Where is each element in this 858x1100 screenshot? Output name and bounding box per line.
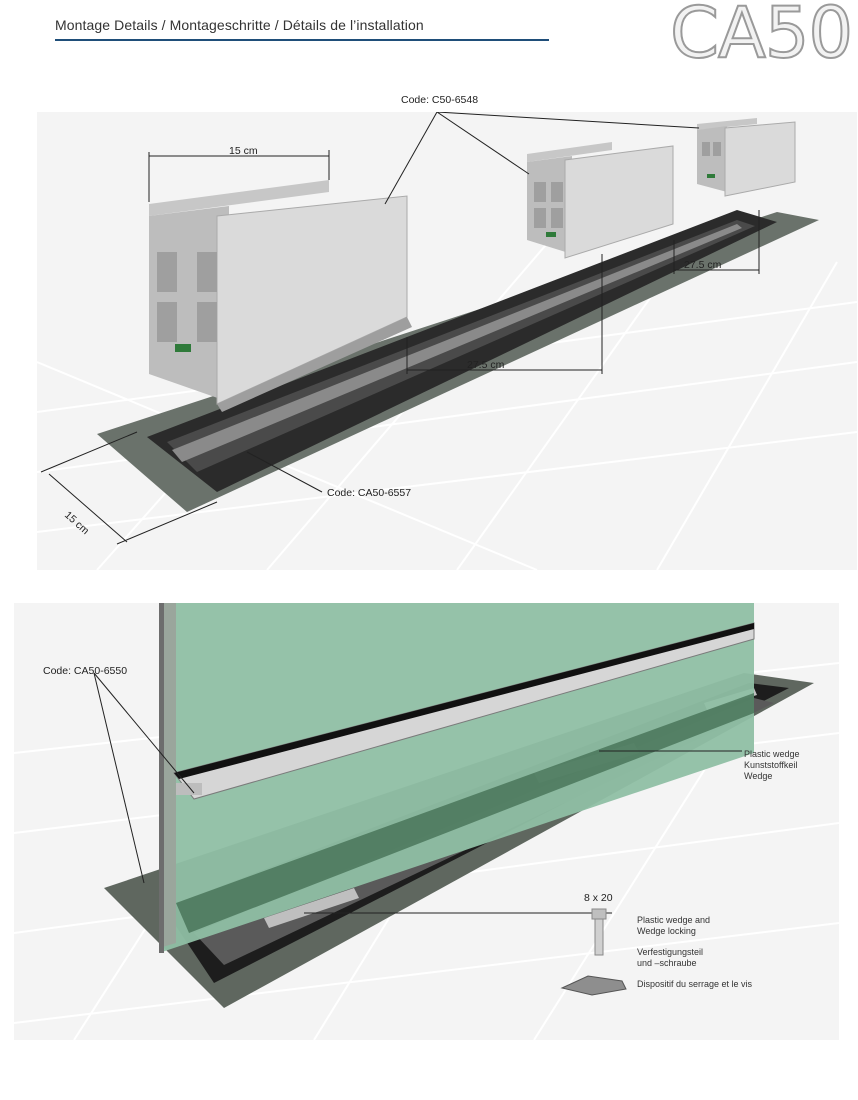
page-title: Montage Details / Montageschritte / Déta… [55, 17, 424, 33]
profile-layout-illustration [37, 112, 857, 570]
header-rule [55, 39, 549, 41]
wedge-1 [264, 888, 359, 928]
profile-far [697, 118, 796, 197]
wedge-locking-icon [560, 975, 627, 996]
code-cover-label: Code: CA50-6550 [43, 665, 128, 677]
code-profile-label: Code: C50-6548 [401, 94, 479, 106]
dim-gap-2: 27.5 cm [684, 259, 722, 271]
screw-size-label: 8 x 20 [584, 892, 613, 904]
wedge-locking-label-de-2: und –schraube [637, 958, 697, 968]
wedge-locking-label-en-1: Plastic wedge and [637, 915, 711, 925]
profile-large [149, 180, 412, 412]
plastic-wedge-label-de: Kunststoffkeil [744, 760, 798, 770]
screw-icon [591, 908, 607, 956]
code-channel-label: Code: CA50-6557 [327, 487, 412, 499]
plastic-wedge-label-en: Plastic wedge [744, 749, 800, 759]
dim-gap-1: 27.5 cm [467, 359, 505, 371]
glass-installation-illustration [14, 603, 839, 1040]
wedge-locking-label-fr: Dispositif du serrage et le vis [637, 979, 753, 989]
brand-logo: CA50 [669, 0, 854, 74]
wedge-locking-label-en-2: Wedge locking [637, 926, 696, 936]
plastic-wedge-label-fr: Wedge [744, 771, 773, 781]
wedge-locking-label-de-1: Verfestigungsteil [637, 947, 704, 957]
figure-profile-layout: 15 cm 27.5 cm 27.5 cm 15 cm Code: CA50-6… [37, 112, 857, 570]
dim-profile-width: 15 cm [229, 145, 258, 157]
figure-glass-installation: Code: CA50-6550 Plastic wedge Kunststoff… [14, 603, 839, 1040]
profile-middle [527, 142, 674, 259]
